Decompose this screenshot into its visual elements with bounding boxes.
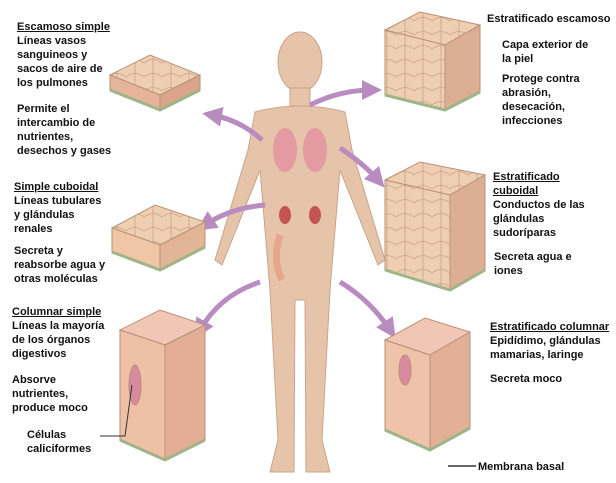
stratified-columnar-function: Secreta moco: [490, 373, 563, 385]
stratified-squamous-sample: [383, 11, 482, 112]
stratified-cuboidal-function: Secreta agua e iones: [494, 251, 572, 277]
lungs: [273, 128, 327, 172]
goblet-cell-pointer: [100, 384, 133, 437]
stratified-columnar-sample: [383, 317, 472, 452]
simple-columnar-sample: [118, 309, 207, 462]
stratified-squamous-title: Estratificado escamoso: [487, 13, 611, 25]
basal-membrane-label: Membrana basal: [478, 461, 565, 473]
simple-squamous-function: Permite el intercambio de nutrientes, de…: [17, 103, 112, 157]
simple-cuboidal-title: Simple cuboidal: [14, 181, 99, 193]
arrows: [195, 80, 396, 339]
human-body-figure: [214, 31, 386, 473]
simple-columnar-function: Absorve nutrientes, produce moco: [12, 374, 88, 414]
intestine: [273, 233, 286, 282]
tissue-samples: [108, 11, 487, 462]
stratified-squamous-location: Capa exterior de la piel: [502, 39, 589, 65]
stratified-columnar-location: Epidídimo, glándulas mamarias, laringe: [490, 335, 601, 361]
stratified-columnar-title: Estratificado columnar: [490, 321, 610, 333]
goblet-cells-label: Células caliciformes: [27, 429, 92, 455]
simple-cuboidal-function: Secreta y reabsorbe agua y otras molécul…: [14, 245, 106, 285]
simple-columnar-title: Columnar simple: [12, 306, 102, 318]
simple-cuboidal-sample: [110, 204, 207, 272]
simple-squamous-title: Escamoso simple: [17, 21, 110, 33]
simple-columnar-location: Líneas la mayoría de los órganos digesti…: [12, 320, 105, 360]
kidneys: [279, 206, 321, 224]
stratified-cuboidal-title: Estratificado cuboidal: [493, 171, 560, 197]
stratified-cuboidal-location: Conductos de las glándulas sudoríparas: [493, 199, 585, 239]
stratified-cuboidal-sample: [383, 161, 487, 292]
simple-cuboidal-location: Líneas tubulares y glándulas renales: [14, 195, 102, 235]
simple-squamous-location: Líneas vasos sanguineos y sacos de aire …: [17, 35, 103, 89]
simple-squamous-sample: [108, 54, 202, 112]
stratified-squamous-function: Protege contra abrasión, desecación, inf…: [502, 73, 580, 127]
